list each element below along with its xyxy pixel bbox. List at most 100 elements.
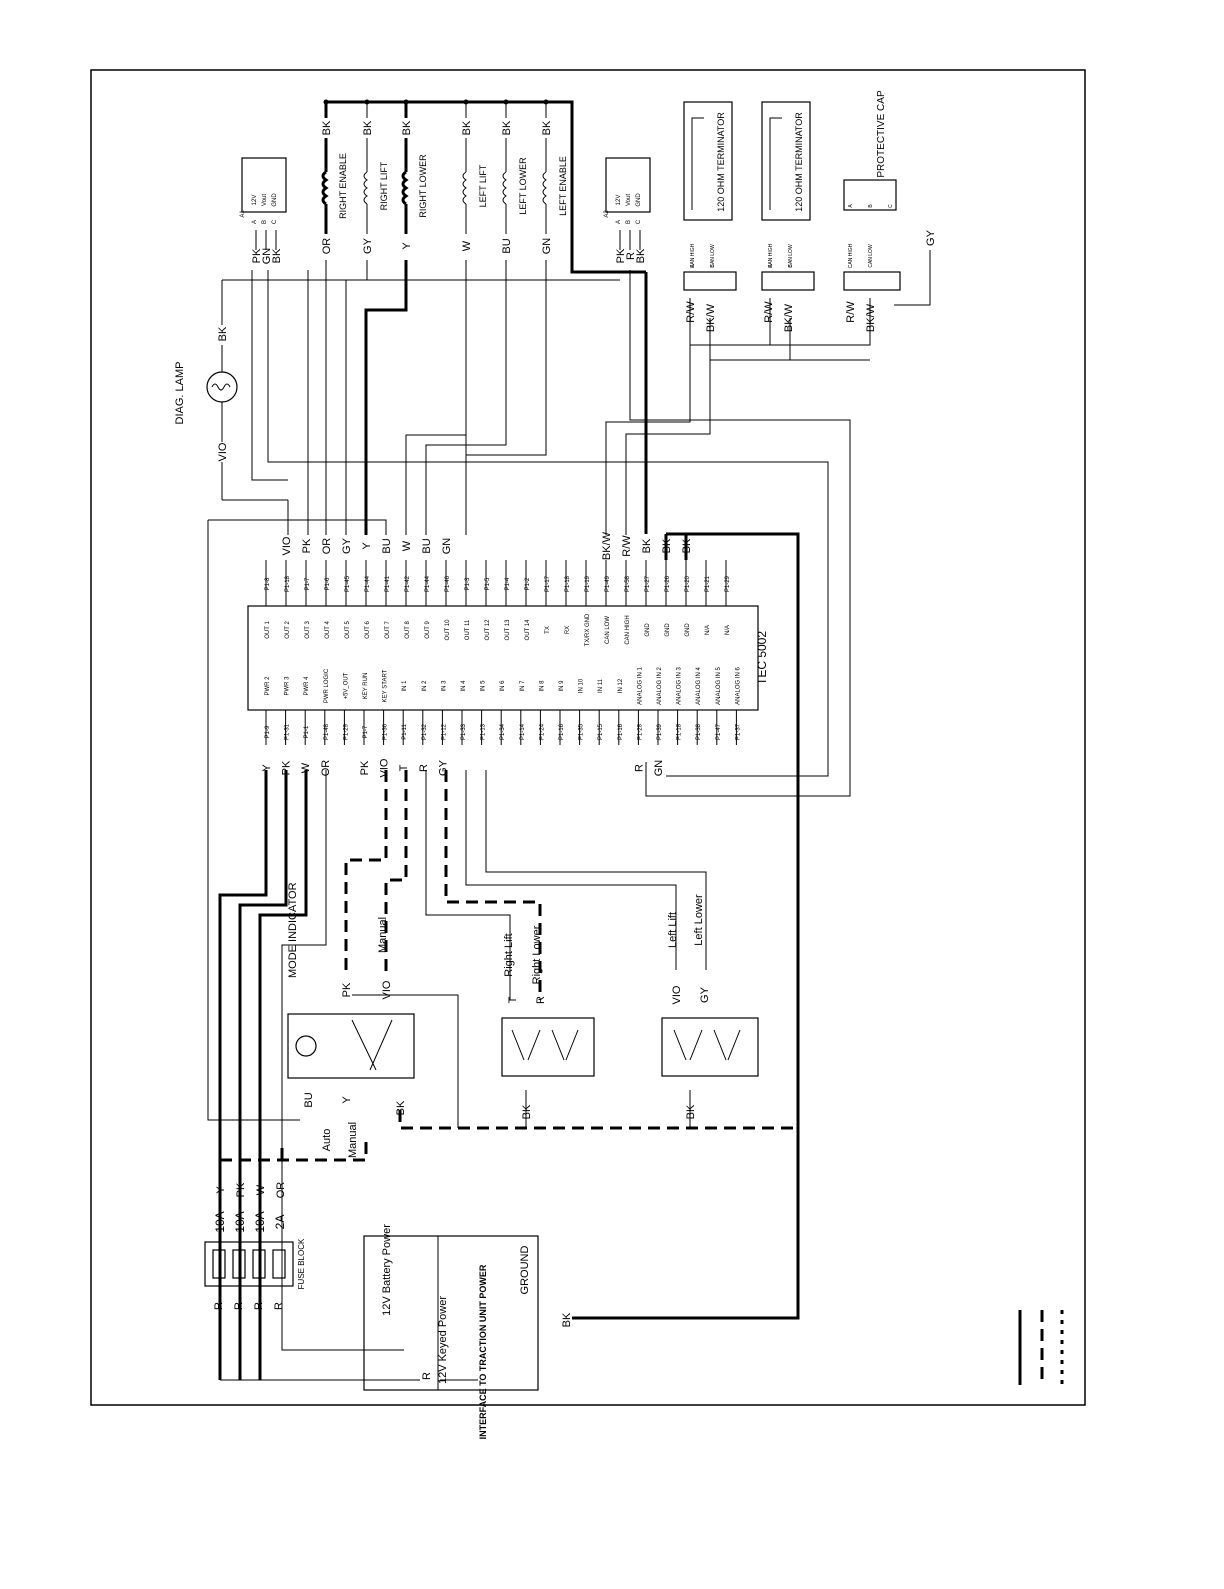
ecu-left-conn-label: P1-16 <box>559 723 565 740</box>
right-switch-r: R <box>535 996 547 1004</box>
sensor-pin-letter: B <box>626 220 632 224</box>
mode-wire-bk: BK <box>395 1100 407 1115</box>
diag-lamp: DIAG. LAMP VIO BK <box>174 279 620 501</box>
fuse-in-wire: R <box>233 1302 245 1310</box>
ecu-right-pin-label: GND <box>685 623 691 637</box>
sensor-pin-letter: A <box>252 220 258 224</box>
fuse-in-wire: R <box>213 1302 225 1310</box>
ecu-right-wire-label: BU <box>421 538 433 553</box>
diag-lamp-wire-right: BK <box>217 326 229 341</box>
right-switch-bk: BK <box>521 1104 533 1119</box>
coil-bottom-wire: OR <box>321 238 333 255</box>
fuse-block-label: FUSE BLOCK <box>297 1238 306 1289</box>
ecu-left-pin-label: +5V_OUT <box>343 672 349 699</box>
coil-top-wire: BK <box>362 120 374 135</box>
ecu-left-wire-label: Y <box>261 764 273 772</box>
ecu-left-pin-label: KEY START <box>383 669 389 702</box>
interface-title: INTERFACE TO TRACTION UNIT POWER <box>478 1264 488 1439</box>
left-switch-bk: BK <box>685 1104 697 1119</box>
ecu-left-conn-label: P1-12 <box>441 723 447 740</box>
ecu-left-conn-label: P1-14 <box>520 723 526 740</box>
lower-wiring <box>218 770 798 1381</box>
mode-manual-label: Manual <box>347 1122 359 1158</box>
ecu-left-conn-label: P1-16 <box>618 723 624 740</box>
ecu-right-conn-label: P1-41 <box>385 575 391 592</box>
terminator-pin-letter: A <box>690 264 696 268</box>
ecu-right-conn-label: P1-44 <box>425 575 431 592</box>
mode-indicator-label: MODE INDICATOR <box>287 882 299 978</box>
ecu-right-pin-label: RX <box>565 626 571 634</box>
left-lower-label: Left Lower <box>693 894 705 946</box>
sensor-wire-label: PK <box>251 248 263 263</box>
right-switch-t: T <box>507 996 519 1003</box>
coil-top-wire: BK <box>401 120 413 135</box>
fuse-out-wire: PK <box>235 1182 247 1197</box>
ecu-left-pin-label: IN 3 <box>441 680 447 692</box>
ecu-right-pin-label: OUT 8 <box>405 621 411 639</box>
ecu-left-pin-label: ANALOG IN 6 <box>735 667 741 705</box>
coil-bottom-wire: GY <box>362 237 374 254</box>
ecu-left-pin-label: IN 8 <box>539 680 545 692</box>
ecu-left-pin-label: ANALOG IN 3 <box>677 667 683 705</box>
ecu-left-pin-label: PWR 4 <box>304 676 310 696</box>
coil-label: LEFT LIFT <box>478 164 488 207</box>
ecu-right-pin-label: OUT 6 <box>365 621 371 639</box>
ecu-left-pin-label: IN 9 <box>559 680 565 692</box>
terminator-wire-label: BK/W <box>705 303 717 332</box>
ecu-left-conn-label: P1-48 <box>324 723 330 740</box>
ecu-left-wire-label: GN <box>653 760 665 777</box>
terminator-label: 120 OHM TERMINATOR <box>716 112 726 212</box>
ecu-right-pin-label: OUT 2 <box>285 621 291 639</box>
ecu-right-conn-label: P1-58 <box>625 575 631 592</box>
ecu-left-pin-label: PWR 2 <box>265 676 271 696</box>
ecu-right-pin-label: OUT 3 <box>305 621 311 639</box>
terminator-label: 120 OHM TERMINATOR <box>794 112 804 212</box>
terminator-pin-label: CAN HIGH <box>768 243 774 268</box>
coil-label: LEFT ENABLE <box>558 156 568 216</box>
ecu-right-pin-label: GND <box>645 623 651 637</box>
ecu-right-pin-label: TX/RX GND <box>585 613 591 646</box>
ecu-right-conn-label: P1-46 <box>445 575 451 592</box>
ecu-right-pin-label: GND <box>665 623 671 637</box>
ecu-right-pin-label: OUT 5 <box>345 621 351 639</box>
ecu-left-wire-label: T <box>398 764 410 771</box>
ecu-right-wire-label: R/W <box>621 535 633 557</box>
ecu-right-pin-label: TX <box>545 626 551 634</box>
ecu-right-conn-label: P1-2 <box>525 577 531 590</box>
sensor-pin-label: Vout <box>262 194 268 206</box>
ecu-left-conn-label: P1-18 <box>677 723 683 740</box>
coil-label: RIGHT ENABLE <box>338 153 348 219</box>
ecu-left-pin-label: IN 5 <box>481 680 487 692</box>
mode-indicator-switch: MODE INDICATOR BU Y BK PK VIO Auto Manua… <box>287 882 415 1158</box>
ecu-right-pin-label: N/A <box>725 625 731 635</box>
ecu-left-conn-label: P1-34 <box>500 723 506 740</box>
ecu-right-conn-label: P1-7 <box>305 577 311 590</box>
ecu-right-pin-label: OUT 14 <box>525 619 531 641</box>
ecu-right-wire-label: GY <box>341 537 353 554</box>
ecu-left-conn-label: P1-29 <box>343 723 349 740</box>
ecu-left-pin-label: ANALOG IN 2 <box>657 667 663 705</box>
cap-pin-letter: B <box>868 204 874 208</box>
ecu-right-pin-label: CAN LOW <box>605 616 611 644</box>
ecu-right-wire-label: BK/W <box>601 531 613 560</box>
sensor-id: A2 <box>604 210 610 218</box>
terminator-wire-label: R/W <box>763 301 775 323</box>
mode-auto-label: Auto <box>321 1129 333 1152</box>
ecu-left-pin-label: IN 12 <box>618 678 624 693</box>
ecu-left-wire-label: VIO <box>379 758 391 777</box>
ecu-left-conn-label: P1-37 <box>735 723 741 740</box>
coil-bottom-wire: GN <box>541 238 553 255</box>
ecu-left-conn-label: P1-13 <box>481 723 487 740</box>
fuse-out-wire: OR <box>275 1182 287 1199</box>
ecu-left-wire-label: PK <box>359 760 371 775</box>
cap-pin-label: CAN LOW <box>868 244 874 268</box>
sensor-pin-label: Vout <box>626 194 632 206</box>
ecu-left-conn-label: P1-35 <box>579 723 585 740</box>
ecu-left-wire-label: PK <box>281 760 293 775</box>
